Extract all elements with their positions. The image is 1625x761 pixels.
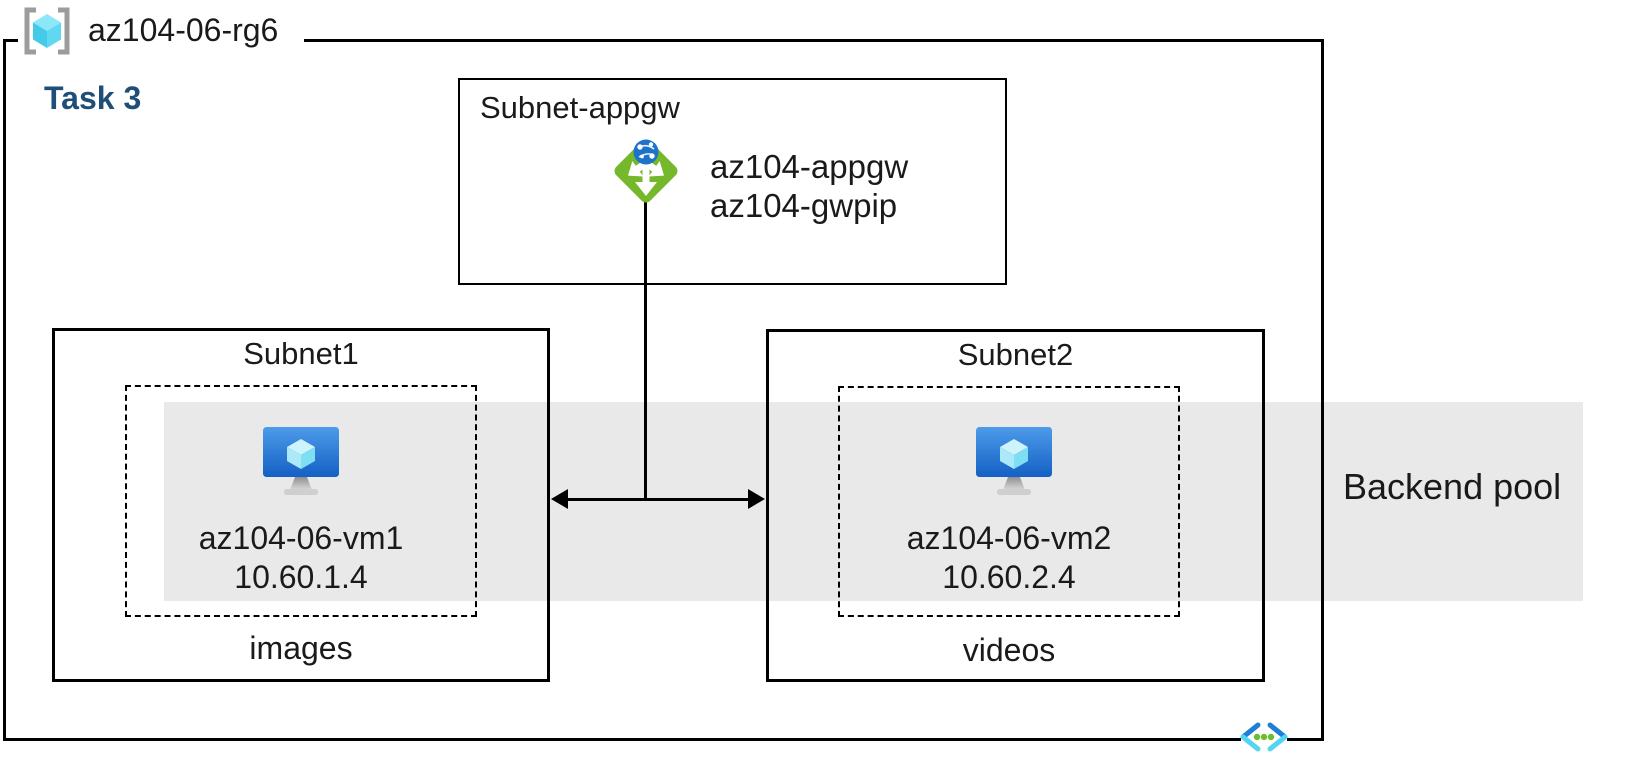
subnet1-caption: images bbox=[249, 630, 353, 666]
arrowhead-left-icon bbox=[551, 489, 568, 509]
resource-group-box bbox=[3, 39, 1324, 741]
connector-line-horizontal bbox=[563, 498, 753, 501]
subnet1-box: Subnet1 bbox=[52, 328, 550, 682]
virtual-network-icon bbox=[1240, 722, 1288, 752]
appgw-labels: az104-appgw az104-gwpip bbox=[710, 147, 908, 225]
vm1-name-label: az104-06-vm1 bbox=[198, 520, 404, 556]
arrowhead-right-icon bbox=[748, 489, 765, 509]
appgw-pip-label: az104-gwpip bbox=[710, 187, 898, 224]
application-gateway-icon bbox=[614, 139, 678, 203]
connector-line-vertical bbox=[644, 202, 647, 501]
virtual-machine-icon bbox=[263, 427, 339, 495]
subnet2-caption: videos bbox=[962, 632, 1056, 668]
task-label: Task 3 bbox=[44, 80, 142, 116]
subnet1-vm-dashed-box bbox=[125, 385, 477, 617]
appgw-name-label: az104-appgw bbox=[710, 148, 909, 185]
subnet1-title: Subnet1 bbox=[243, 336, 359, 371]
backend-pool-band bbox=[164, 402, 1583, 601]
subnet2-box: Subnet2 bbox=[766, 329, 1265, 682]
vm1-labels: az104-06-vm1 10.60.1.4 bbox=[141, 519, 461, 597]
vm2-ip-label: 10.60.2.4 bbox=[942, 559, 1076, 595]
resource-group-icon bbox=[24, 7, 70, 55]
resource-group-border-gap bbox=[18, 36, 304, 45]
subnet-appgw-title: Subnet-appgw bbox=[480, 90, 680, 125]
vm2-name-label: az104-06-vm2 bbox=[906, 520, 1112, 556]
resource-group-label: az104-06-rg6 bbox=[88, 12, 279, 48]
subnet2-vm-dashed-box bbox=[838, 386, 1180, 617]
vm1-ip-label: 10.60.1.4 bbox=[234, 559, 368, 595]
vm2-labels: az104-06-vm2 10.60.2.4 bbox=[849, 519, 1169, 597]
backend-pool-label: Backend pool bbox=[1343, 466, 1562, 507]
virtual-machine-icon bbox=[976, 427, 1052, 495]
subnet-appgw-box: Subnet-appgw bbox=[458, 78, 1007, 285]
subnet2-title: Subnet2 bbox=[957, 337, 1074, 372]
